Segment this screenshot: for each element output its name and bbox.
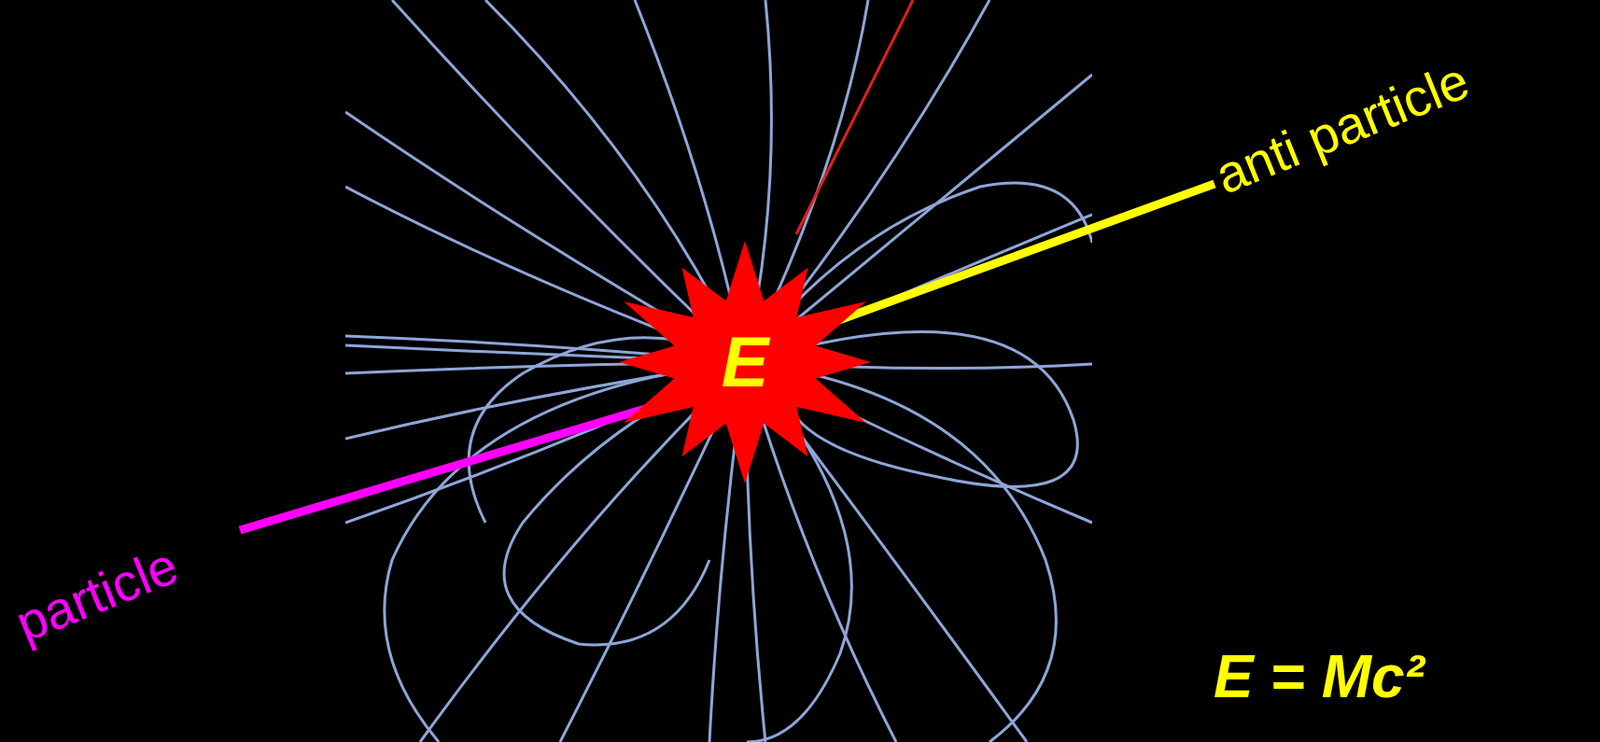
particle-tracks [345,0,1093,742]
starburst-fill [618,240,871,484]
beam-label: particle [7,536,185,654]
particle-beam [239,403,664,531]
equation-label: E = Mc² [1213,644,1425,710]
red-track [796,0,913,235]
energy-symbol: E [721,326,770,398]
antiparticle-beam [836,183,1215,322]
energy-burst: E [604,240,885,484]
beam-label: anti particle [1207,51,1477,205]
